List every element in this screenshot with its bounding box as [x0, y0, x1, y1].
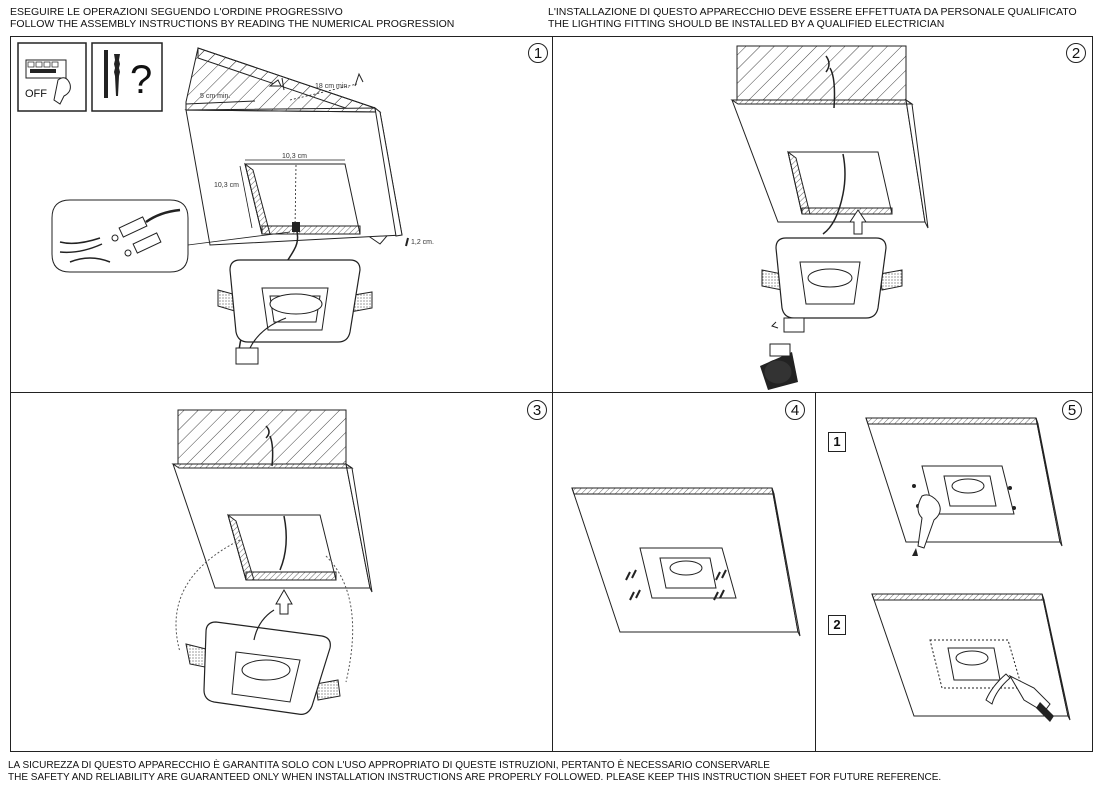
ceiling-panel-step5-a: [865, 417, 1063, 556]
ceiling-panel-step3: [171, 409, 373, 683]
off-label: OFF: [25, 88, 47, 100]
step-number-5: 5: [1062, 400, 1082, 420]
fixture-step2: [760, 237, 903, 390]
ceiling-panel-step5-b: [871, 593, 1071, 722]
header-left-line2: FOLLOW THE ASSEMBLY INSTRUCTIONS BY READ…: [10, 18, 455, 30]
ceiling-panel-step1: [184, 47, 409, 351]
grid-divider-horizontal: [10, 392, 1093, 393]
ceiling-panel-step4: [571, 487, 801, 637]
substep-number-2: 2: [828, 615, 846, 635]
power-off-icon: [17, 42, 87, 112]
dim-height: 10,3 cm: [214, 182, 239, 189]
step-number-3: 3: [527, 400, 547, 420]
ceiling-panel-step2: [730, 45, 929, 235]
header-right-line2: THE LIGHTING FITTING SHOULD BE INSTALLED…: [548, 18, 945, 30]
connector-detail-callout: [51, 199, 291, 273]
step-number-1: 1: [528, 43, 548, 63]
fixture-step3: [185, 609, 341, 715]
header-right-line1: L'INSTALLAZIONE DI QUESTO APPARECCHIO DE…: [548, 6, 1077, 18]
substep-number-1: 1: [828, 432, 846, 452]
header-left-line1: ESEGUIRE LE OPERAZIONI SEGUENDO L'ORDINE…: [10, 6, 343, 18]
fixture-step1: [217, 259, 373, 365]
grid-divider-vertical: [552, 36, 553, 752]
footer-line2: THE SAFETY AND RELIABILITY ARE GUARANTEE…: [8, 772, 942, 783]
question-mark: ?: [130, 58, 152, 102]
step-number-2: 2: [1066, 43, 1086, 63]
grid-divider-vertical-bottom: [815, 392, 816, 752]
tools-question-icon: [91, 42, 163, 112]
dim-18cm: 18 cm min.: [315, 83, 349, 90]
dim-5cm: 5 cm min.: [200, 93, 230, 100]
instruction-frame: [10, 36, 1093, 752]
footer-line1: LA SICUREZZA DI QUESTO APPARECCHIO È GAR…: [8, 760, 770, 771]
step-number-4: 4: [785, 400, 805, 420]
dim-width: 10,3 cm: [282, 153, 307, 160]
dim-thickness: 1,2 cm.: [411, 239, 434, 246]
